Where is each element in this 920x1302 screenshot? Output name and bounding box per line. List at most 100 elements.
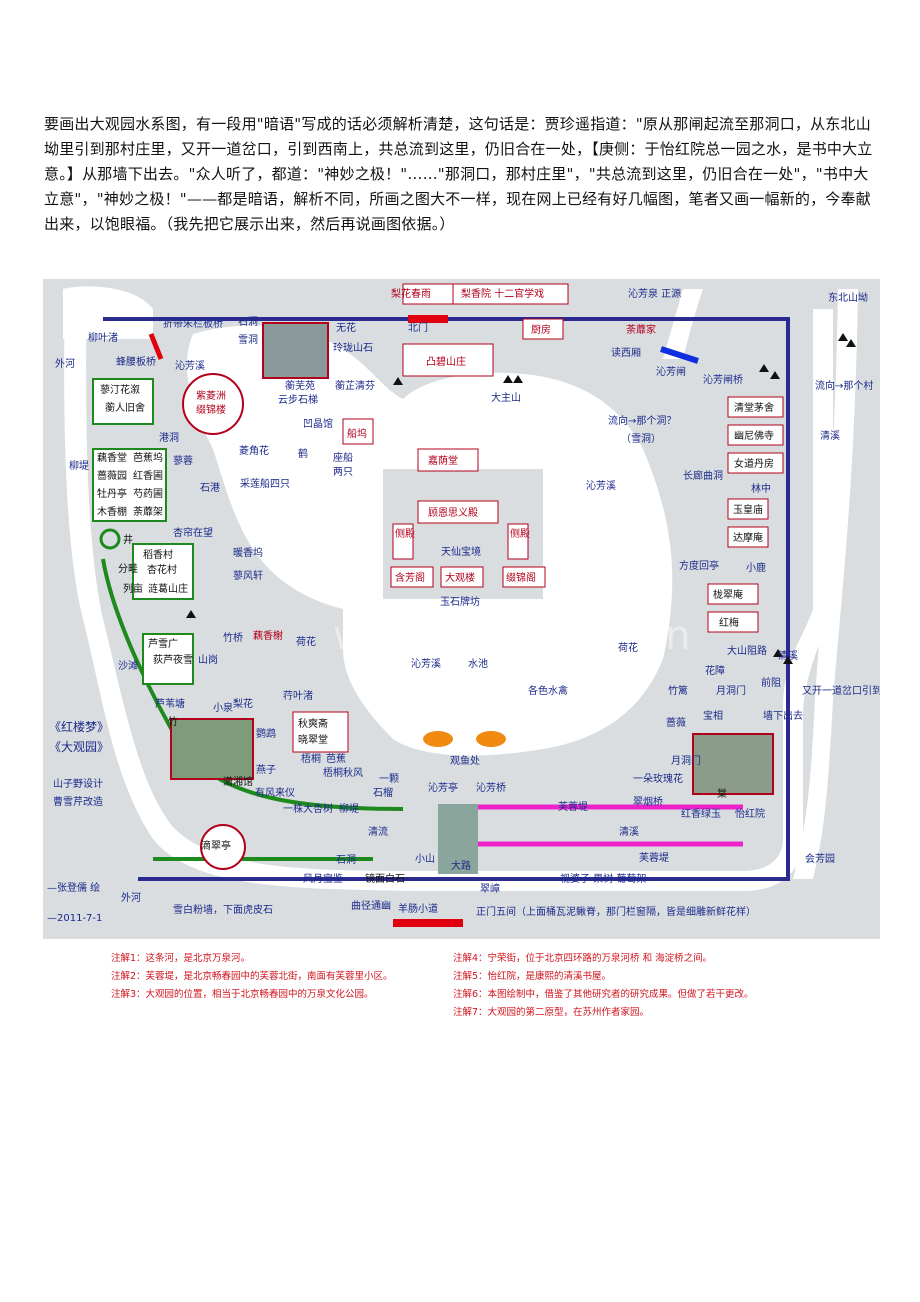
- label-north-gate: 北门: [408, 321, 428, 334]
- label-cuizhang: 翠嶂: [480, 882, 500, 895]
- label-qinfang-xi-3: 沁芳溪: [411, 657, 441, 670]
- diqing-pavilion: [200, 824, 246, 870]
- label-dudi: 荼蘼家: [626, 323, 656, 336]
- label-yingwu: 鹦鹉: [256, 727, 276, 740]
- label-daishan-path: 大山阻路: [727, 644, 767, 657]
- note-6: 注解6：本图绘制中，借鉴了其他研究者的研究成果。但做了若干更改。: [453, 988, 754, 1000]
- label-cepian-2: 侧殿: [510, 527, 530, 540]
- label-hanfang: 含芳阁: [395, 571, 425, 584]
- note-1: 注解1：这条河，是北京万泉河。: [111, 952, 250, 964]
- label-xiaoquan: 小泉: [213, 701, 233, 714]
- box-gardens: [92, 448, 167, 522]
- label-qingxi-right: 清溪: [778, 649, 798, 662]
- label-hehua-1: 荷花: [296, 635, 316, 648]
- label-bajiao-2: 芭蕉: [326, 752, 346, 765]
- box-lixiang: [452, 283, 569, 305]
- label-daoxiang: 稻香村: [143, 548, 173, 561]
- label-aotang: 凹晶馆: [303, 417, 333, 430]
- label-xuebai: 雪白粉墙，下面虎皮石: [173, 903, 273, 916]
- label-qingliu: 清流: [368, 825, 388, 838]
- box-damo: [727, 526, 769, 548]
- label-nuanxiang: 暖香坞: [233, 546, 263, 559]
- label-wutong-qiu: 梧桐秋风: [323, 766, 363, 779]
- note-5: 注解5：怡红院，是康熙的清溪书屋。: [453, 970, 611, 982]
- label-longcui: 栊翠庵: [713, 588, 743, 601]
- box-yuhuang: [727, 498, 769, 520]
- label-qiushuang: 秋爽斋: [298, 717, 328, 730]
- map-design-1: 山子野设计: [53, 777, 103, 790]
- label-qiangwei: 蔷薇园: [97, 469, 127, 482]
- label-yihong: 怡红院: [735, 807, 765, 820]
- label-xinghua: 杏花村: [147, 563, 177, 576]
- label-yuedong-1: 月洞门: [716, 684, 746, 697]
- label-luxue: 芦雪广: [148, 638, 178, 650]
- label-lianhao: 涟葛山庄: [148, 582, 188, 595]
- qinfang-gate-mark: [660, 346, 699, 364]
- label-top-gate: 梨花春雨: [391, 287, 431, 300]
- label-shidong-bottom: 石洞: [336, 854, 356, 866]
- label-west-river: 外河: [55, 358, 75, 370]
- watermark: www.zixin.com.cn: [333, 613, 691, 659]
- label-lingjiao: 菱角花: [239, 444, 269, 457]
- label-zuochuan: 座船: [333, 451, 353, 464]
- north-gate-bar: [408, 315, 448, 323]
- label-liangzhi: 两只: [333, 467, 353, 478]
- label-qingxi-bottom: 清溪: [619, 825, 639, 838]
- label-zhenxi: 读西厢: [611, 346, 641, 359]
- label-kitchen: 厨房: [531, 323, 551, 336]
- box-liaoting: [92, 378, 154, 425]
- label-liuye: 柳叶渚: [88, 331, 118, 344]
- label-qinfang-qiao: 沁芳桥: [476, 781, 506, 794]
- label-qingxi-east: 清溪: [820, 429, 840, 442]
- label-hehua-2: 荷花: [618, 641, 638, 654]
- label-baoxiang: 宝相: [703, 709, 723, 722]
- map-date: —2011-7-1: [47, 913, 102, 924]
- map-title-2: 《大观园》: [49, 740, 109, 754]
- label-qinfang-source: 沁芳泉 正源: [628, 287, 681, 300]
- label-shatan: 沙滩: [118, 659, 138, 672]
- goldfish-icon: [423, 731, 453, 747]
- label-qinfang-zha: 沁芳闸: [656, 365, 686, 378]
- label-well: 井: [123, 533, 133, 546]
- label-qingtang: 清堂茅舍: [734, 401, 774, 414]
- label-jingmian: 镜面白石: [365, 872, 405, 885]
- label-liemu: 列亩: [123, 582, 143, 595]
- intro-paragraph: 要画出大观园水系图，有一段用"暗语"写成的话必须解析清楚，这句话是：贾珍遥指道：…: [44, 115, 873, 233]
- label-liuti: 柳堤: [339, 802, 359, 815]
- label-nvdao: 女道丹房: [734, 457, 774, 470]
- label-changliu: 长廊曲洞: [683, 469, 723, 482]
- photo-yihong: [692, 733, 774, 795]
- label-shiliu: 石榴: [373, 786, 393, 799]
- label-xingrui: 杏帘在望: [173, 526, 213, 539]
- label-guanyu: 观鱼处: [450, 754, 480, 767]
- label-qiangwei-2: 蔷薇: [666, 716, 686, 729]
- box-hanfang: [390, 566, 434, 588]
- label-wasp-bridge: 蜂腰板桥: [116, 355, 156, 368]
- photo-qinfang-ting: [438, 804, 478, 874]
- note-3: 注解3：大观园的位置，相当于北京畅春园中的万泉文化公园。: [111, 988, 374, 1000]
- label-hongmei: 红梅: [719, 616, 739, 629]
- label-diqing: 滴翠亭: [201, 839, 231, 852]
- box-zhuojin: [502, 566, 546, 588]
- label-liaoting: 蓼汀花溆: [100, 383, 140, 396]
- map-design-2: 曹雪芹改造: [53, 795, 103, 808]
- label-xiaoshan: 小山: [415, 853, 435, 865]
- label-cuiyan: 翠烟桥: [633, 795, 663, 808]
- label-liaodi: 蓼蓉: [173, 454, 193, 467]
- box-chuanwu: [342, 418, 374, 445]
- label-shaoyao: 芍药圃: [133, 487, 163, 500]
- label-liaofeng: 蓼风轩: [233, 569, 263, 582]
- box-qingtang: [727, 396, 784, 418]
- zilingzhou-circle: [182, 373, 244, 435]
- label-damo: 达摩庵: [733, 531, 763, 544]
- box-hongmei: [707, 611, 759, 633]
- label-xiaoxiang: 潇湘馆: [223, 775, 253, 788]
- box-tubi: [402, 343, 494, 377]
- label-shidong-top: 石洞: [238, 316, 258, 328]
- label-yunbu: 云步石梯: [278, 393, 318, 406]
- notes-area: [43, 939, 880, 1047]
- label-hengwu: 蘅芜苑: [285, 379, 315, 392]
- label-shuichi: 水池: [468, 657, 488, 670]
- label-ganhe: 港洞: [159, 432, 179, 444]
- daguanyuan-water-map: www.zixin.com.cn 梨花春雨 梨香院 十二官学戏 北门 厨房 沁芳…: [43, 279, 880, 1047]
